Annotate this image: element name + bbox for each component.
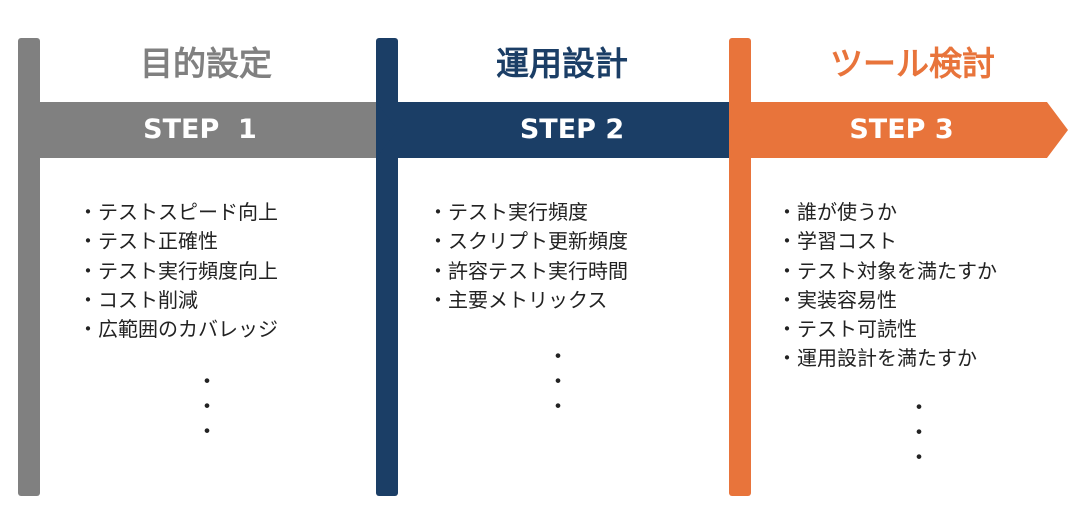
- step-1-title: 目的設定: [140, 44, 272, 83]
- list-item: テスト対象を満たすか: [777, 257, 997, 286]
- list-item: コスト削減: [78, 286, 278, 315]
- continuation-dot: ・: [908, 396, 931, 421]
- list-item: テストスピード向上: [78, 198, 278, 227]
- list-item: 主要メトリックス: [428, 286, 628, 315]
- step-1-continuation-dots: ・ ・ ・: [196, 370, 218, 445]
- list-item: 許容テスト実行時間: [428, 257, 628, 286]
- list-item: 学習コスト: [777, 227, 997, 256]
- step-column-2: 運用設計 STEP 2 テスト実行頻度 スクリプト更新頻度 許容テスト実行時間 …: [357, 0, 754, 526]
- step-1-arrow: STEP 1: [18, 102, 400, 158]
- continuation-dot: ・: [547, 370, 570, 395]
- step-3-item-list: 誰が使うか 学習コスト テスト対象を満たすか 実装容易性 テスト可読性 運用設計…: [777, 198, 997, 374]
- step-3-continuation-dots: ・ ・ ・: [908, 396, 930, 471]
- list-item: テスト実行頻度向上: [78, 257, 278, 286]
- step-1-label: STEP 1: [143, 114, 257, 145]
- step-3-title: ツール検討: [830, 44, 995, 83]
- step-1-item-list: テストスピード向上 テスト正確性 テスト実行頻度向上 コスト削減 広範囲のカバレ…: [78, 198, 278, 344]
- list-item: テスト可読性: [777, 315, 997, 344]
- list-item: テスト実行頻度: [428, 198, 628, 227]
- step-column-1: 目的設定 STEP 1 テストスピード向上 テスト正確性 テスト実行頻度向上 コ…: [0, 0, 400, 526]
- step-3-arrow: STEP 3: [729, 102, 1068, 158]
- list-item: 実装容易性: [777, 286, 997, 315]
- continuation-dot: ・: [547, 345, 570, 370]
- step-2-title: 運用設計: [496, 44, 628, 83]
- list-item: 運用設計を満たすか: [777, 344, 997, 373]
- step-2-item-list: テスト実行頻度 スクリプト更新頻度 許容テスト実行時間 主要メトリックス: [428, 198, 628, 315]
- list-item: 広範囲のカバレッジ: [78, 315, 278, 344]
- step-column-3: ツール検討 STEP 3 誰が使うか 学習コスト テスト対象を満たすか 実装容易…: [712, 0, 1072, 526]
- continuation-dot: ・: [196, 370, 219, 395]
- continuation-dot: ・: [547, 395, 570, 420]
- continuation-dot: ・: [196, 420, 219, 445]
- list-item: スクリプト更新頻度: [428, 227, 628, 256]
- step-2-arrow: STEP 2: [376, 102, 754, 158]
- list-item: テスト正確性: [78, 227, 278, 256]
- step-2-continuation-dots: ・ ・ ・: [547, 345, 569, 420]
- list-item: 誰が使うか: [777, 198, 997, 227]
- step-3-label: STEP 3: [849, 114, 954, 145]
- continuation-dot: ・: [908, 446, 931, 471]
- continuation-dot: ・: [908, 421, 931, 446]
- step-2-label: STEP 2: [519, 114, 625, 145]
- continuation-dot: ・: [196, 395, 219, 420]
